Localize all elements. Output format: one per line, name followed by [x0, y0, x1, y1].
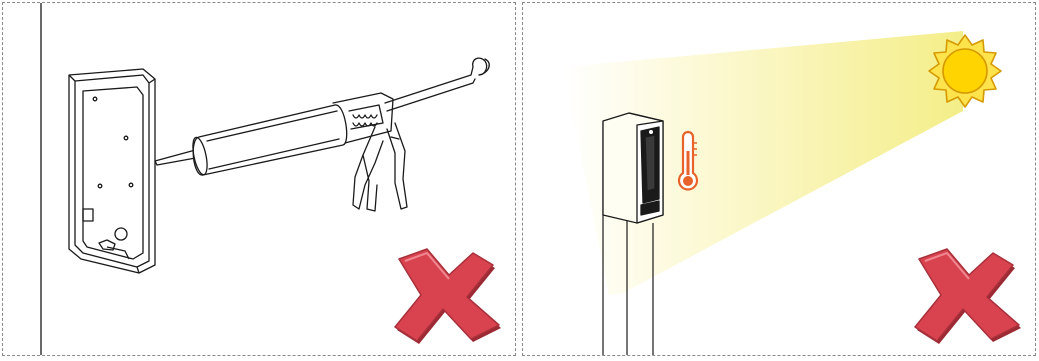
panel-sunlight	[522, 2, 1036, 356]
red-x-icon	[395, 249, 501, 344]
panel-sealant	[2, 2, 516, 356]
mounting-box	[69, 69, 155, 273]
red-x-icon	[915, 249, 1021, 344]
sunlight-illustration	[523, 3, 1036, 356]
caulk-gun	[155, 58, 489, 211]
sealant-illustration	[3, 3, 516, 356]
intercom-device	[603, 113, 663, 223]
